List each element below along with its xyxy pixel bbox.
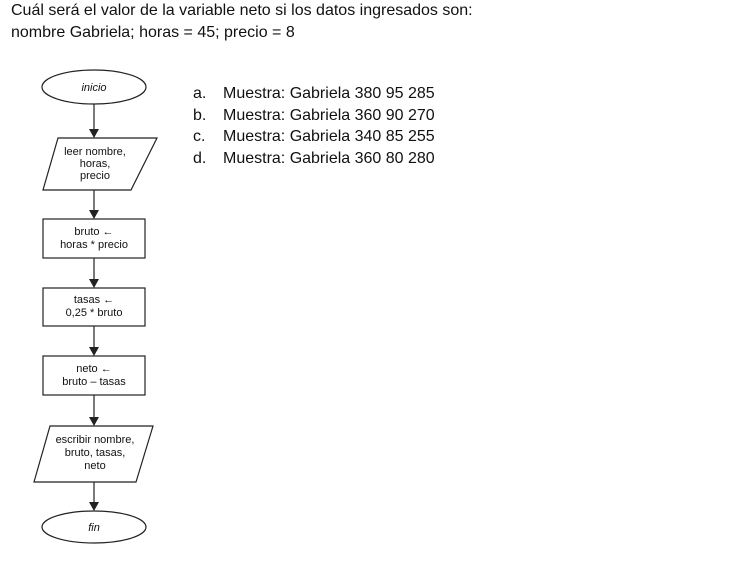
arrowhead — [89, 417, 99, 426]
process-tasas-line-1: tasas ← — [74, 294, 114, 306]
arrowhead — [89, 502, 99, 511]
process-bruto: bruto ← horas * precio — [42, 218, 146, 259]
option-text: Muestra: Gabriela 340 85 255 — [223, 128, 435, 145]
option-letter: b. — [193, 106, 207, 124]
input-label-1: leer nombre, — [64, 146, 126, 158]
option-c[interactable]: c. Muestra: Gabriela 340 85 255 — [193, 126, 435, 148]
end-node: fin — [41, 510, 147, 544]
arrowhead — [89, 279, 99, 288]
output-node: escribir nombre, bruto, tasas, neto — [33, 425, 154, 483]
answer-options: a. Muestra: Gabriela 380 95 285 b. Muest… — [193, 83, 435, 169]
option-text: Muestra: Gabriela 360 90 270 — [223, 106, 435, 124]
option-d[interactable]: d. Muestra: Gabriela 360 80 280 — [193, 148, 435, 170]
end-label: fin — [88, 522, 100, 534]
process-tasas-line-2: 0,25 * bruto — [66, 307, 123, 319]
input-label-2: horas, — [80, 158, 111, 170]
option-b[interactable]: b. Muestra: Gabriela 360 90 270 — [193, 105, 435, 127]
output-label-1: escribir nombre, — [56, 434, 135, 446]
process-neto-line-2: bruto – tasas — [62, 376, 126, 388]
arrowhead — [89, 129, 99, 138]
start-label: inicio — [81, 82, 106, 94]
output-label-2: bruto, tasas, — [65, 447, 126, 459]
input-label-3: precio — [80, 170, 110, 182]
option-letter: a. — [193, 85, 207, 102]
process-neto-line-1: neto ← — [76, 363, 111, 375]
process-tasas: tasas ← 0,25 * bruto — [42, 287, 146, 327]
option-text: Muestra: Gabriela 360 80 280 — [223, 149, 435, 167]
option-text: Muestra: Gabriela 380 95 285 — [223, 85, 435, 102]
process-bruto-line-1: bruto ← — [74, 226, 113, 238]
connectors — [89, 104, 99, 511]
option-letter: d. — [193, 149, 207, 167]
output-label-3: neto — [84, 460, 105, 472]
option-a[interactable]: a. Muestra: Gabriela 380 95 285 — [193, 83, 435, 105]
question-line-1: Cuál será el valor de la variable neto s… — [11, 2, 473, 19]
flowchart: inicio leer nombre, horas, precio bruto … — [33, 69, 158, 544]
arrowhead — [89, 347, 99, 356]
input-node: leer nombre, horas, precio — [42, 137, 158, 191]
option-letter: c. — [193, 128, 206, 145]
question-line-2: nombre Gabriela; horas = 45; precio = 8 — [11, 24, 295, 41]
question-text: Cuál será el valor de la variable neto s… — [11, 0, 473, 44]
start-node: inicio — [41, 69, 147, 105]
process-neto: neto ← bruto – tasas — [42, 355, 146, 396]
process-bruto-line-2: horas * precio — [60, 239, 128, 251]
arrowhead — [89, 210, 99, 219]
